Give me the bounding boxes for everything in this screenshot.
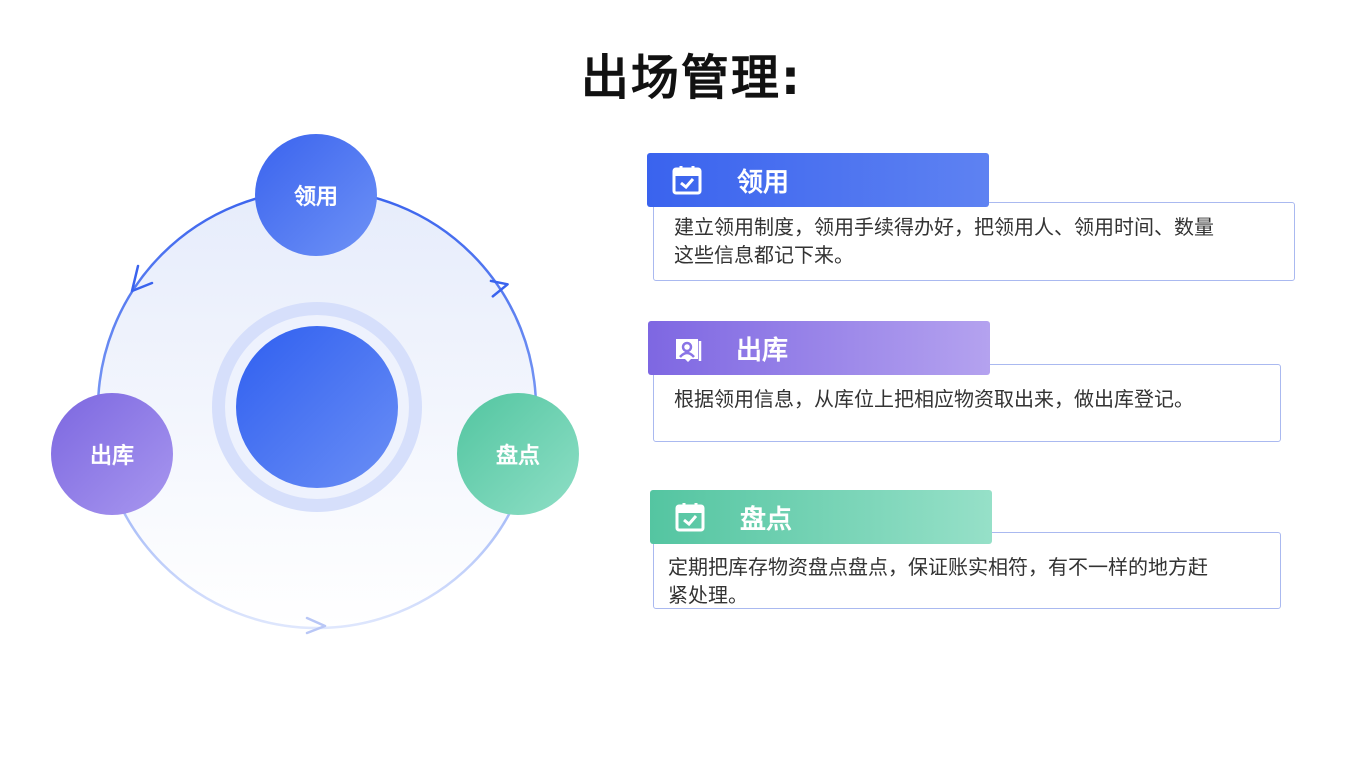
- card-text: 定期把库存物资盘点盘点，保证账实相符，有不一样的地方赶紧处理。: [668, 555, 1208, 607]
- card-label: 出库: [736, 335, 789, 366]
- arrow-left-icon: [130, 264, 154, 293]
- node-pandian: 盘点: [457, 393, 579, 515]
- card-header: 盘点: [650, 490, 992, 544]
- card-body: 根据领用信息，从库位上把相应物资取出来，做出库登记。: [653, 364, 1281, 442]
- card-text: 建立领用制度，领用手续得办好，把领用人、领用时间、数量这些信息都记下来。: [674, 215, 1214, 267]
- node-chuku: 出库: [51, 393, 173, 515]
- card-header: 出库: [648, 321, 990, 375]
- card-body: 定期把库存物资盘点盘点，保证账实相符，有不一样的地方赶紧处理。: [653, 532, 1281, 609]
- arrow-bottom-icon: [305, 616, 327, 635]
- calendar-check-icon: [675, 503, 705, 532]
- calendar-check-icon: [672, 166, 702, 195]
- card-header: 领用: [647, 153, 989, 207]
- arrow-right-icon: [489, 279, 509, 298]
- card-text: 根据领用信息，从库位上把相应物资取出来，做出库登记。: [674, 387, 1194, 411]
- card-label: 盘点: [740, 504, 793, 535]
- page-title: 出场管理:: [580, 50, 803, 106]
- cycle-diagram: [96, 188, 538, 635]
- center-circle: [236, 326, 398, 488]
- node-lingyong: 领用: [255, 134, 377, 256]
- person-card-icon: [676, 339, 702, 362]
- card-label: 领用: [737, 167, 790, 198]
- card-body: 建立领用制度，领用手续得办好，把领用人、领用时间、数量这些信息都记下来。: [653, 202, 1295, 281]
